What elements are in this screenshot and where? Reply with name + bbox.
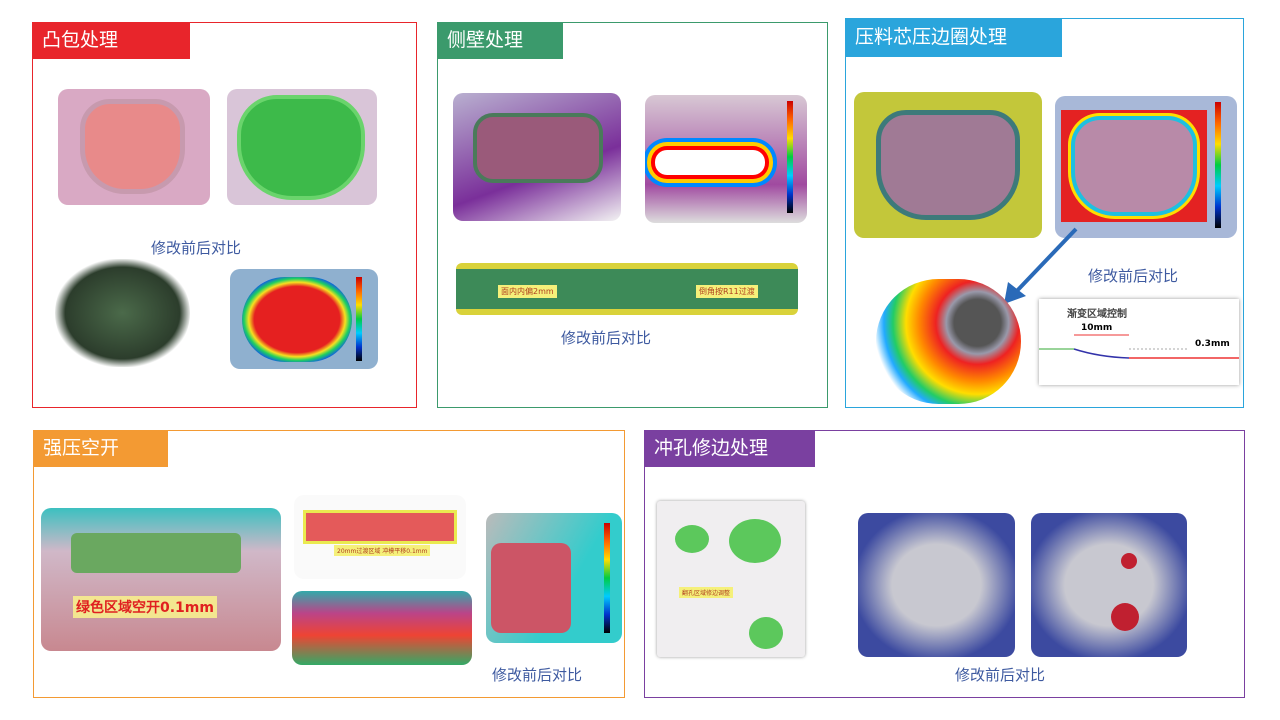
panel-title: 侧壁处理: [437, 22, 563, 59]
trim-holes-image: 翻孔区域修边调整: [657, 501, 805, 657]
annotation: 绿色区域空开0.1mm: [73, 596, 217, 618]
caption: 修改前后对比: [561, 329, 652, 347]
annotation: 20mm过渡区域 冲模平移0.1mm: [334, 545, 431, 556]
clearance-before-image: 绿色区域空开0.1mm: [41, 508, 281, 651]
panel-title: 冲孔修边处理: [644, 430, 815, 467]
sidewall-before-image: [453, 93, 621, 221]
clearance-contour-image: [486, 513, 622, 643]
contour-image: [230, 269, 378, 369]
binder-after-image: [1055, 96, 1237, 238]
panel-trim: 冲孔修边处理 翻孔区域修边调整 修改前后对比: [644, 430, 1245, 698]
caption: 修改前后对比: [492, 666, 583, 684]
trim-after-image: [1031, 513, 1187, 657]
clearance-after-image: [292, 591, 472, 665]
sidewall-after-image: [645, 95, 807, 223]
diagram-title: 渐变区域控制: [1067, 309, 1127, 320]
annotation: 翻孔区域修边调整: [679, 587, 734, 598]
binder-before-image: [854, 92, 1042, 238]
caption: 修改前后对比: [955, 666, 1046, 684]
boss-before-image: [58, 89, 210, 205]
clearance-flat-image: 20mm过渡区域 冲模平移0.1mm: [294, 495, 466, 579]
panel-sidewall: 侧壁处理 面内内偏2mm 倒角按R11过渡 修改前后对比: [437, 22, 828, 408]
trim-before-image: [858, 513, 1015, 657]
panel-binder: 压料芯压边圈处理 修改前后对比 渐变区域控制 10mm 0.3mm: [845, 18, 1244, 408]
caption: 修改前后对比: [1088, 267, 1179, 285]
offset-label: 0.3mm: [1195, 339, 1230, 349]
annotation: 倒角按R11过渡: [696, 285, 758, 298]
annotation: 面内内偏2mm: [498, 285, 557, 298]
panel-clearance: 强压空开 绿色区域空开0.1mm 20mm过渡区域 冲模平移0.1mm 修改前后…: [33, 430, 625, 698]
caption: 修改前后对比: [151, 239, 242, 257]
arrow-icon: [1004, 227, 1078, 304]
section-image: [55, 259, 190, 367]
panel-boss: 凸包处理 修改前后对比: [32, 22, 417, 408]
panel-title: 凸包处理: [32, 22, 190, 59]
zoom-contour-image: [876, 279, 1021, 404]
panel-title: 压料芯压边圈处理: [845, 18, 1062, 57]
transition-diagram: 渐变区域控制 10mm 0.3mm: [1039, 299, 1239, 385]
width-label: 10mm: [1081, 323, 1113, 333]
sidewall-strip-image: 面内内偏2mm 倒角按R11过渡: [456, 263, 798, 315]
panel-title: 强压空开: [33, 430, 168, 467]
boss-after-image: [227, 89, 377, 205]
